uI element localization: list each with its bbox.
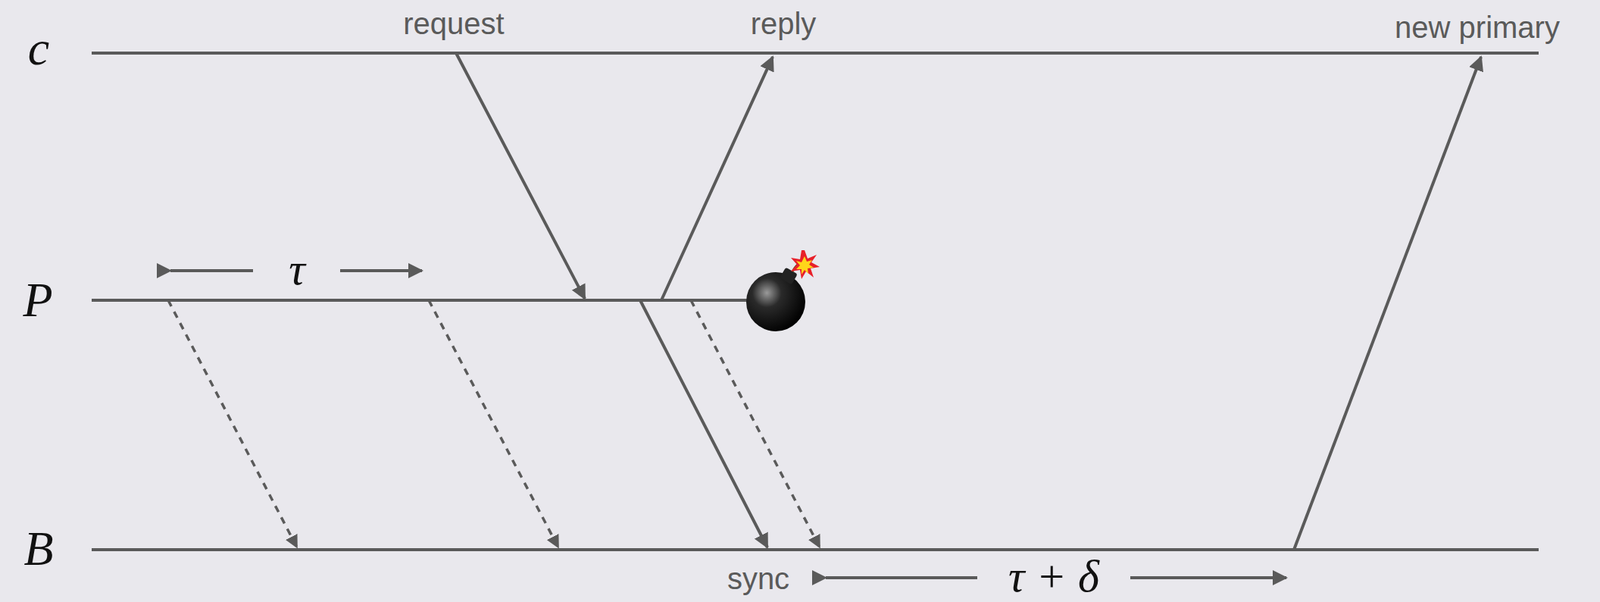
heartbeat-arrow	[168, 300, 297, 547]
heartbeat-arrow	[428, 300, 559, 547]
process-name: B	[23, 524, 54, 573]
process-name: P	[22, 275, 53, 325]
spark	[796, 256, 814, 275]
event-label: sync	[727, 562, 790, 594]
process-name: c	[28, 24, 50, 73]
interval-arrow	[1130, 575, 1287, 579]
interval-label: τ + δ	[1008, 553, 1100, 599]
interval-arrow	[170, 268, 254, 272]
bomb-body	[746, 271, 806, 332]
process-line	[91, 51, 1539, 55]
event-label: new primary	[1394, 12, 1560, 43]
bomb-icon	[746, 250, 820, 332]
sync-arrow	[640, 300, 768, 547]
interval-label: τ	[288, 246, 305, 292]
interval-arrow	[825, 575, 978, 579]
new-primary-arrow	[1293, 56, 1482, 550]
event-label: request	[403, 8, 504, 39]
process-line	[91, 298, 752, 302]
spark	[790, 250, 820, 279]
event-label: reply	[750, 8, 817, 39]
reply-arrow	[661, 56, 773, 300]
interval-arrow	[340, 268, 422, 272]
request-arrow	[456, 53, 585, 299]
process-line	[91, 547, 1539, 551]
heartbeat-arrow	[690, 300, 820, 547]
